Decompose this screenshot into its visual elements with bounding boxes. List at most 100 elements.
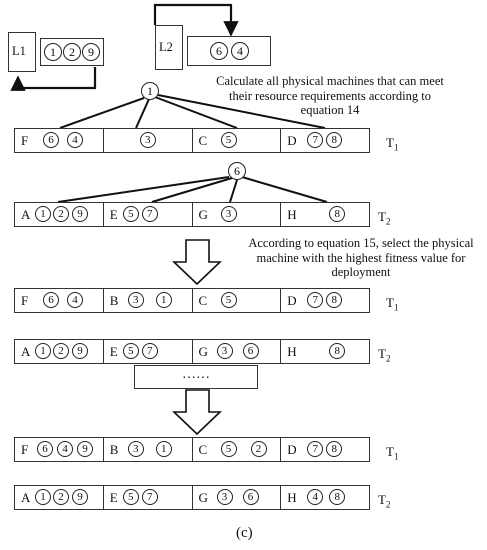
- vm-circle: 6: [43, 292, 59, 308]
- edge-1-F: [59, 97, 145, 129]
- vm-circle: 1: [155, 441, 172, 457]
- machine-label: D: [287, 442, 297, 457]
- vm-circle: 7: [307, 441, 324, 457]
- machine-label: D: [287, 293, 297, 308]
- machine-label: E: [109, 490, 118, 505]
- l1-item: 1: [44, 43, 62, 61]
- vm-circle: 3: [216, 489, 233, 505]
- vm-circle: 6: [43, 132, 59, 148]
- vm-circle: 7: [307, 132, 324, 148]
- machine-label: H: [287, 344, 297, 359]
- row-tag: T1: [386, 135, 399, 153]
- machine-label: B: [109, 442, 119, 457]
- down-arrow-2: [172, 389, 222, 436]
- ellipsis-box: ……: [134, 365, 258, 389]
- machine-segment: 3: [104, 129, 193, 152]
- vm-circle: 7: [141, 343, 158, 359]
- vm-circle: 2: [53, 206, 69, 222]
- machine-label: D: [287, 133, 297, 148]
- vm-circle: 9: [77, 441, 93, 457]
- vm-circle: 5: [122, 489, 139, 505]
- machine-label: F: [21, 293, 29, 308]
- l2-list-box: 6 4: [187, 36, 271, 66]
- machine-label: E: [109, 207, 118, 222]
- vm-circle: 3: [220, 206, 237, 222]
- vm-circle: 3: [216, 343, 233, 359]
- machine-label: E: [109, 344, 118, 359]
- machine-label: C: [198, 293, 208, 308]
- vm-circle: 6: [242, 489, 259, 505]
- vm-circle: 8: [326, 441, 343, 457]
- vm-circle: 3: [139, 132, 156, 148]
- vm-circle: 3: [127, 441, 144, 457]
- vm-circle: 8: [329, 206, 346, 222]
- edge-1-3: [135, 98, 150, 129]
- edge-6-E: [151, 177, 233, 203]
- annotation-equation-14: Calculate all physical machines that can…: [216, 74, 444, 117]
- machine-label: H: [287, 490, 297, 505]
- machine-label: F: [21, 133, 29, 148]
- machine-label: G: [198, 207, 208, 222]
- vm-circle: 1: [35, 489, 51, 505]
- machine-label: H: [287, 207, 297, 222]
- vm-circle: 4: [307, 489, 324, 505]
- l2-item: 4: [231, 42, 249, 60]
- vm-circle: 4: [57, 441, 73, 457]
- edge-6-G: [229, 179, 238, 203]
- vm-circle: 2: [250, 441, 267, 457]
- vm-circle: 7: [307, 292, 324, 308]
- edge-6-A: [57, 176, 230, 203]
- vm-circle: 5: [122, 343, 139, 359]
- vm-circle: 2: [53, 489, 69, 505]
- l2-arrow: [153, 3, 239, 37]
- vm-circle: 9: [72, 489, 88, 505]
- l2-item: 6: [210, 42, 228, 60]
- row-tag: T1: [386, 295, 399, 313]
- vm-circle: 7: [141, 206, 158, 222]
- vm-circle: 2: [53, 343, 69, 359]
- row-tag: T2: [378, 209, 391, 227]
- tree-node-second: 6: [228, 162, 246, 180]
- down-arrow-1: [172, 239, 222, 286]
- edge-6-H: [241, 176, 328, 203]
- l2-label-box: L2: [155, 25, 183, 70]
- machine-label: A: [21, 344, 31, 359]
- vm-circle: 8: [329, 343, 346, 359]
- l1-list-box: 1 2 9: [40, 38, 104, 66]
- vm-circle: 4: [67, 292, 83, 308]
- vm-circle: 1: [155, 292, 172, 308]
- row-tag: T2: [378, 492, 391, 510]
- machine-label: G: [198, 490, 208, 505]
- vm-circle: 8: [326, 132, 343, 148]
- machine-label: G: [198, 344, 208, 359]
- machine-label: A: [21, 490, 31, 505]
- vm-circle: 8: [329, 489, 346, 505]
- vm-circle: 9: [72, 206, 88, 222]
- l1-item: 2: [63, 43, 81, 61]
- machine-label: F: [21, 442, 29, 457]
- vm-circle: 6: [242, 343, 259, 359]
- vm-circle: 5: [122, 206, 139, 222]
